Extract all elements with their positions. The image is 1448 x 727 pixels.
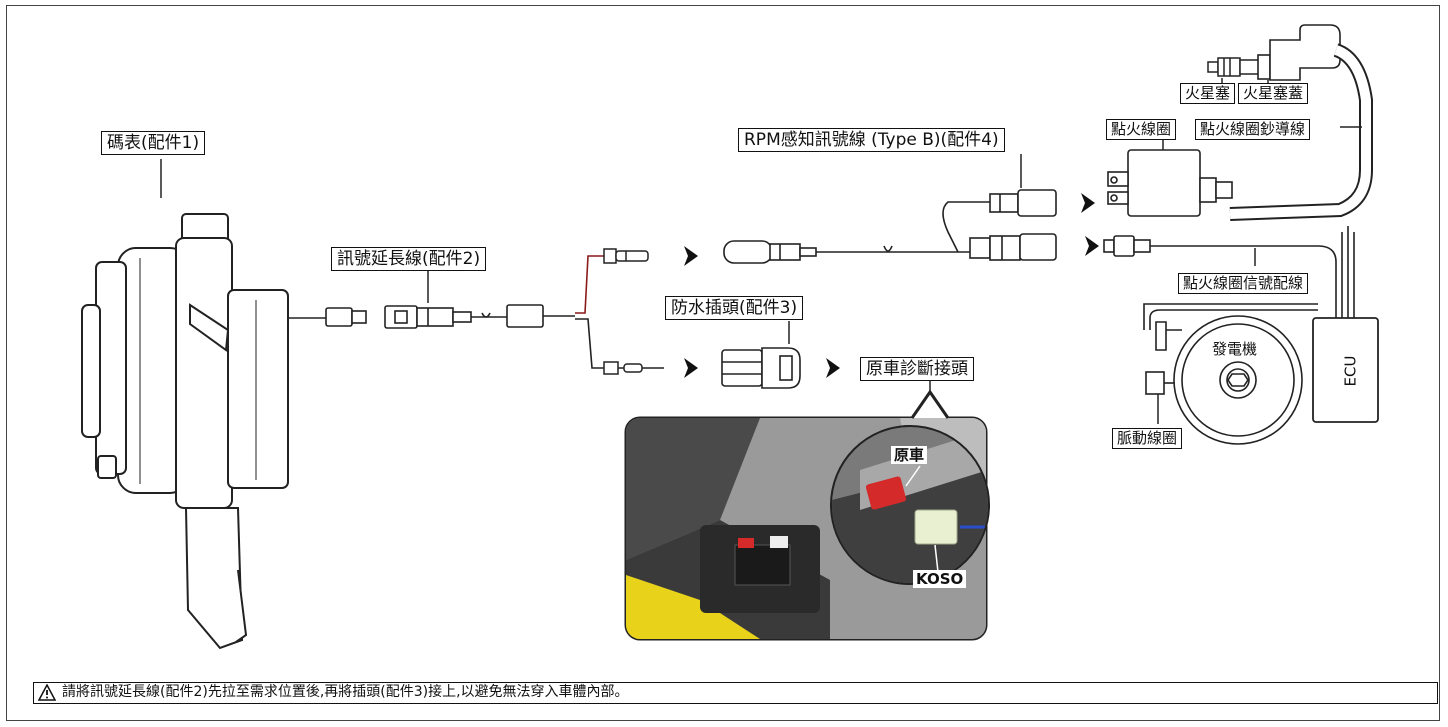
warning-text: 請將訊號延長線(配件2)先拉至需求位置後,再將插頭(配件3)接上,以避免無法穿入…	[62, 684, 629, 700]
ignition-signal-wire-label: 點火線圈信號配線	[1178, 273, 1309, 294]
spark-plug	[1207, 57, 1261, 77]
spark-plug-cap	[1229, 24, 1373, 221]
ignition-coil-label: 點火線圈	[1106, 119, 1177, 140]
spark-plug-cap-label: 火星塞蓋	[1238, 83, 1309, 104]
original-connector-label: 原車診斷接頭	[860, 357, 974, 381]
ignition-coil	[1107, 149, 1233, 217]
upper-pin-connector	[603, 248, 649, 264]
arrow-to-original	[826, 358, 840, 378]
arrow-upper	[684, 246, 698, 266]
arrow-to-signal	[1085, 236, 1099, 256]
pulse-coil-label: 脈動線圈	[1112, 428, 1183, 449]
arrow-to-coil	[1081, 193, 1095, 213]
arrow-lower	[684, 358, 698, 378]
extension-cable	[384, 304, 575, 329]
generator-label: 發電機	[1210, 338, 1260, 359]
rpm-cable	[723, 189, 1057, 264]
flow-arrows	[684, 193, 1099, 378]
extension-cable-label: 訊號延長線(配件2)	[331, 247, 487, 271]
photo-original-label: 原車	[891, 446, 928, 464]
waterproof-plug-label: 防水插頭(配件3)	[665, 296, 804, 320]
diagram-frame	[6, 5, 1440, 721]
rpm-cable-label: RPM感知訊號線 (Type B)(配件4)	[738, 128, 1005, 152]
warning-note: 請將訊號延長線(配件2)先拉至需求位置後,再將插頭(配件3)接上,以避免無法穿入…	[33, 682, 1438, 704]
generator	[1143, 303, 1318, 445]
meter-label: 碼表(配件1)	[101, 131, 206, 155]
ecu-box	[1312, 317, 1379, 423]
signal-wire	[1103, 226, 1355, 318]
spark-plug-label: 火星塞	[1180, 83, 1236, 104]
meter-illustration	[81, 213, 289, 650]
ignition-hv-lead-label: 點火線圈鈔導線	[1195, 119, 1311, 140]
split-wires	[575, 255, 604, 369]
photo-inset	[624, 389, 990, 641]
ecu-label: ECU	[1341, 355, 1360, 387]
photo-koso-label: KOSO	[913, 570, 967, 588]
meter-cable	[288, 307, 367, 327]
warning-icon	[38, 684, 56, 701]
lower-pin-connector	[603, 361, 664, 375]
waterproof-plug	[721, 347, 801, 389]
